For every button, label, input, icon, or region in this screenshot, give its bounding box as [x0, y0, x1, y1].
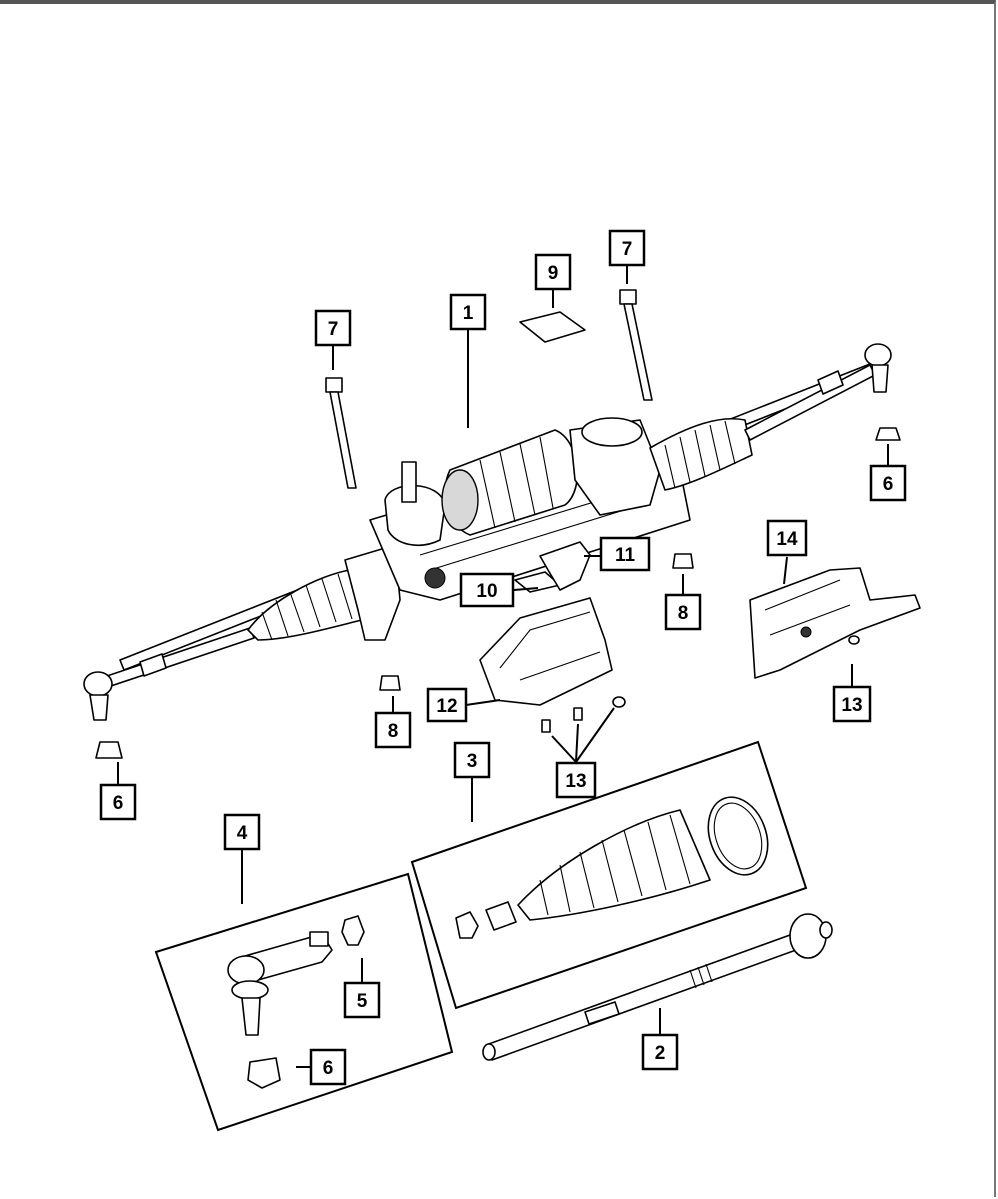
svg-text:4: 4 [237, 823, 248, 844]
screws-part-13 [541, 635, 860, 733]
callout-8-right: 8 [664, 593, 702, 631]
heat-shield-part-12 [479, 597, 613, 706]
svg-text:7: 7 [328, 319, 339, 340]
callout-3: 3 [453, 741, 491, 779]
svg-text:5: 5 [357, 991, 368, 1012]
svg-text:14: 14 [776, 529, 798, 550]
callout-9: 9 [534, 253, 572, 291]
svg-text:7: 7 [622, 239, 633, 260]
svg-text:1: 1 [463, 303, 474, 324]
svg-text:9: 9 [548, 263, 559, 284]
boot-kit-group [410, 740, 808, 1010]
callout-8-left: 8 [374, 711, 412, 749]
callout-14: 14 [766, 519, 808, 557]
tie-rod-end-kit-group [154, 872, 454, 1132]
callout-12: 12 [426, 687, 468, 723]
svg-text:6: 6 [883, 474, 894, 495]
callout-2: 2 [641, 1033, 679, 1071]
callout-11: 11 [599, 536, 651, 572]
mounting-bolt-right [619, 289, 653, 401]
svg-text:6: 6 [113, 793, 124, 814]
callout-13-right: 13 [832, 685, 872, 723]
svg-text:2: 2 [655, 1043, 666, 1064]
svg-text:13: 13 [565, 771, 586, 792]
svg-text:12: 12 [436, 696, 457, 717]
gasket-part [519, 311, 586, 343]
callout-6-right: 6 [869, 464, 907, 502]
leader-lines [117, 266, 889, 1068]
svg-text:3: 3 [467, 751, 478, 772]
callout-10: 10 [459, 572, 515, 608]
flange-nut-right [875, 427, 901, 441]
svg-text:8: 8 [388, 721, 399, 742]
callout-4: 4 [223, 813, 261, 851]
svg-text:11: 11 [615, 545, 636, 566]
inner-tie-rod [482, 913, 833, 1061]
hex-nut-right [672, 553, 694, 569]
svg-text:13: 13 [841, 695, 862, 716]
callout-6-kit: 6 [309, 1048, 347, 1086]
callout-7-right: 7 [608, 229, 646, 267]
svg-text:8: 8 [678, 603, 689, 624]
svg-text:10: 10 [476, 581, 497, 602]
bracket-part-11 [539, 541, 591, 591]
flange-nut-left [95, 741, 123, 759]
callout-6-left: 6 [99, 783, 137, 821]
mounting-bolt-left [325, 377, 357, 489]
steering-rack-assembly [83, 343, 892, 721]
svg-text:6: 6 [323, 1058, 334, 1079]
callout-13-center: 13 [555, 761, 597, 799]
heat-shield-part-14 [749, 567, 921, 679]
hex-nut-left [379, 675, 401, 691]
callout-7-left: 7 [314, 309, 352, 347]
callout-5: 5 [343, 981, 381, 1019]
callout-1: 1 [449, 293, 487, 331]
